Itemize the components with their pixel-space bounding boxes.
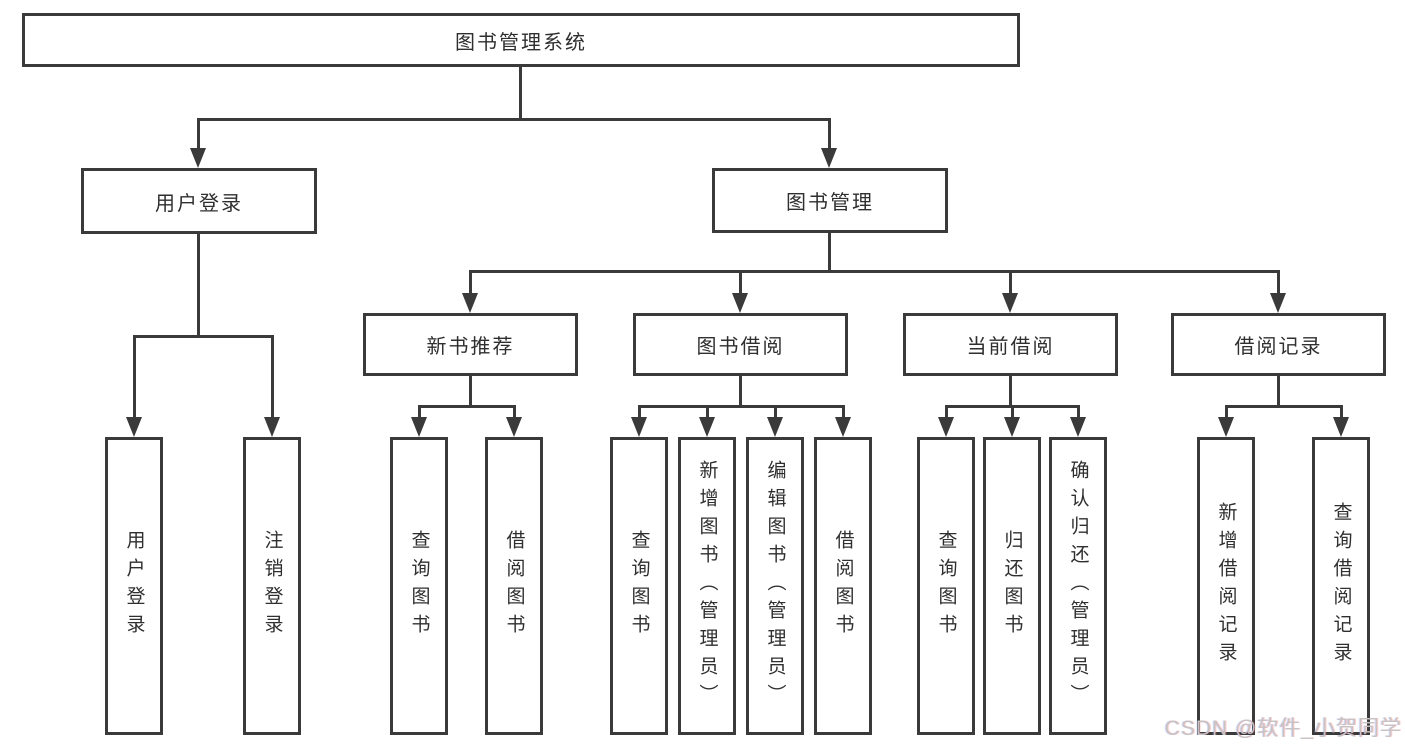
connector-line [827,231,831,273]
connector-line [468,374,472,408]
node-book-management: 图书管理 [712,168,948,233]
connector-line [196,117,831,121]
leaf-add-borrow-record: 新增借阅记录 [1197,437,1255,735]
leaf-query-borrow-record: 查询借阅记录 [1312,437,1370,735]
csdn-watermark: CSDN @软件_小贺同学 [1164,717,1402,740]
arrow-head-icon [631,417,647,437]
connector-line [1339,406,1343,419]
leaf-borrow-books-recommend: 借阅图书 [485,437,543,735]
connector-line [512,406,516,419]
connector-line [1008,271,1012,295]
arrow-head-icon [767,417,783,437]
leaf-return-books: 归还图书 [983,437,1041,735]
leaf-borrow-books: 借阅图书 [814,437,872,735]
leaf-label: 查询图书 [408,530,430,642]
arrow-head-icon [1004,417,1020,437]
leaf-user-login: 用户登录 [105,437,163,735]
leaf-label: 查询借阅记录 [1330,502,1352,670]
arrow-head-icon [126,417,142,437]
leaf-label: 归还图书 [1001,530,1023,642]
leaf-add-books-admin: 新增图书（管理员） [678,437,736,735]
connector-line [738,271,742,295]
connector-line [944,406,948,419]
connector-line [637,406,641,419]
arrow-head-icon [1270,293,1286,313]
connector-line [417,404,516,408]
node-new-book-recommend: 新书推荐 [363,313,578,376]
connector-line [773,406,777,419]
connector-line [1224,404,1343,408]
connector-line [827,119,831,150]
connector-line [841,406,845,419]
leaf-logout: 注销登录 [243,437,301,735]
leaf-query-books-recommend: 查询图书 [390,437,448,735]
connector-line [637,404,845,408]
arrow-head-icon [699,417,715,437]
arrow-head-icon [506,417,522,437]
arrow-head-icon [732,293,748,313]
leaf-label: 查询图书 [628,530,650,642]
node-borrowing-records: 借阅记录 [1171,313,1386,376]
arrow-head-icon [1070,417,1086,437]
leaf-label: 用户登录 [123,530,145,642]
arrow-head-icon [938,417,954,437]
connector-line [196,119,200,150]
arrow-head-icon [462,293,478,313]
connector-line [1010,406,1014,419]
connector-line [468,271,472,295]
arrow-head-icon [821,148,837,168]
leaf-label: 借阅图书 [503,530,525,642]
connector-line [468,269,1280,273]
arrow-head-icon [1218,417,1234,437]
arrow-head-icon [411,417,427,437]
leaf-label: 确认归还（管理员） [1067,460,1089,712]
node-book-borrowing: 图书借阅 [633,313,848,376]
leaf-label: 编辑图书（管理员） [764,460,786,712]
connector-line [196,232,200,338]
connector-line [705,406,709,419]
connector-line [1076,406,1080,419]
leaf-label: 新增图书（管理员） [696,460,718,712]
connector-line [738,374,742,408]
leaf-label: 注销登录 [261,530,283,642]
arrow-head-icon [1333,417,1349,437]
connector-line [1224,406,1228,419]
arrow-head-icon [190,148,206,168]
connector-line [1008,374,1012,408]
node-library-system: 图书管理系统 [22,13,1020,67]
leaf-query-books-borrow: 查询图书 [610,437,668,735]
node-user-login: 用户登录 [81,168,317,234]
leaf-label: 借阅图书 [832,530,854,642]
connector-line [518,65,522,121]
connector-line [1276,374,1280,408]
arrow-head-icon [835,417,851,437]
node-current-borrowing: 当前借阅 [903,313,1118,376]
leaf-confirm-return-admin: 确认归还（管理员） [1049,437,1107,735]
connector-line [132,334,274,338]
connector-line [417,406,421,419]
connector-line [270,336,274,419]
arrow-head-icon [1002,293,1018,313]
leaf-edit-books-admin: 编辑图书（管理员） [746,437,804,735]
connector-line [132,336,136,419]
leaf-label: 新增借阅记录 [1215,502,1237,670]
leaf-label: 查询图书 [935,530,957,642]
leaf-query-books-current: 查询图书 [917,437,975,735]
connector-line [1276,271,1280,295]
arrow-head-icon [264,417,280,437]
